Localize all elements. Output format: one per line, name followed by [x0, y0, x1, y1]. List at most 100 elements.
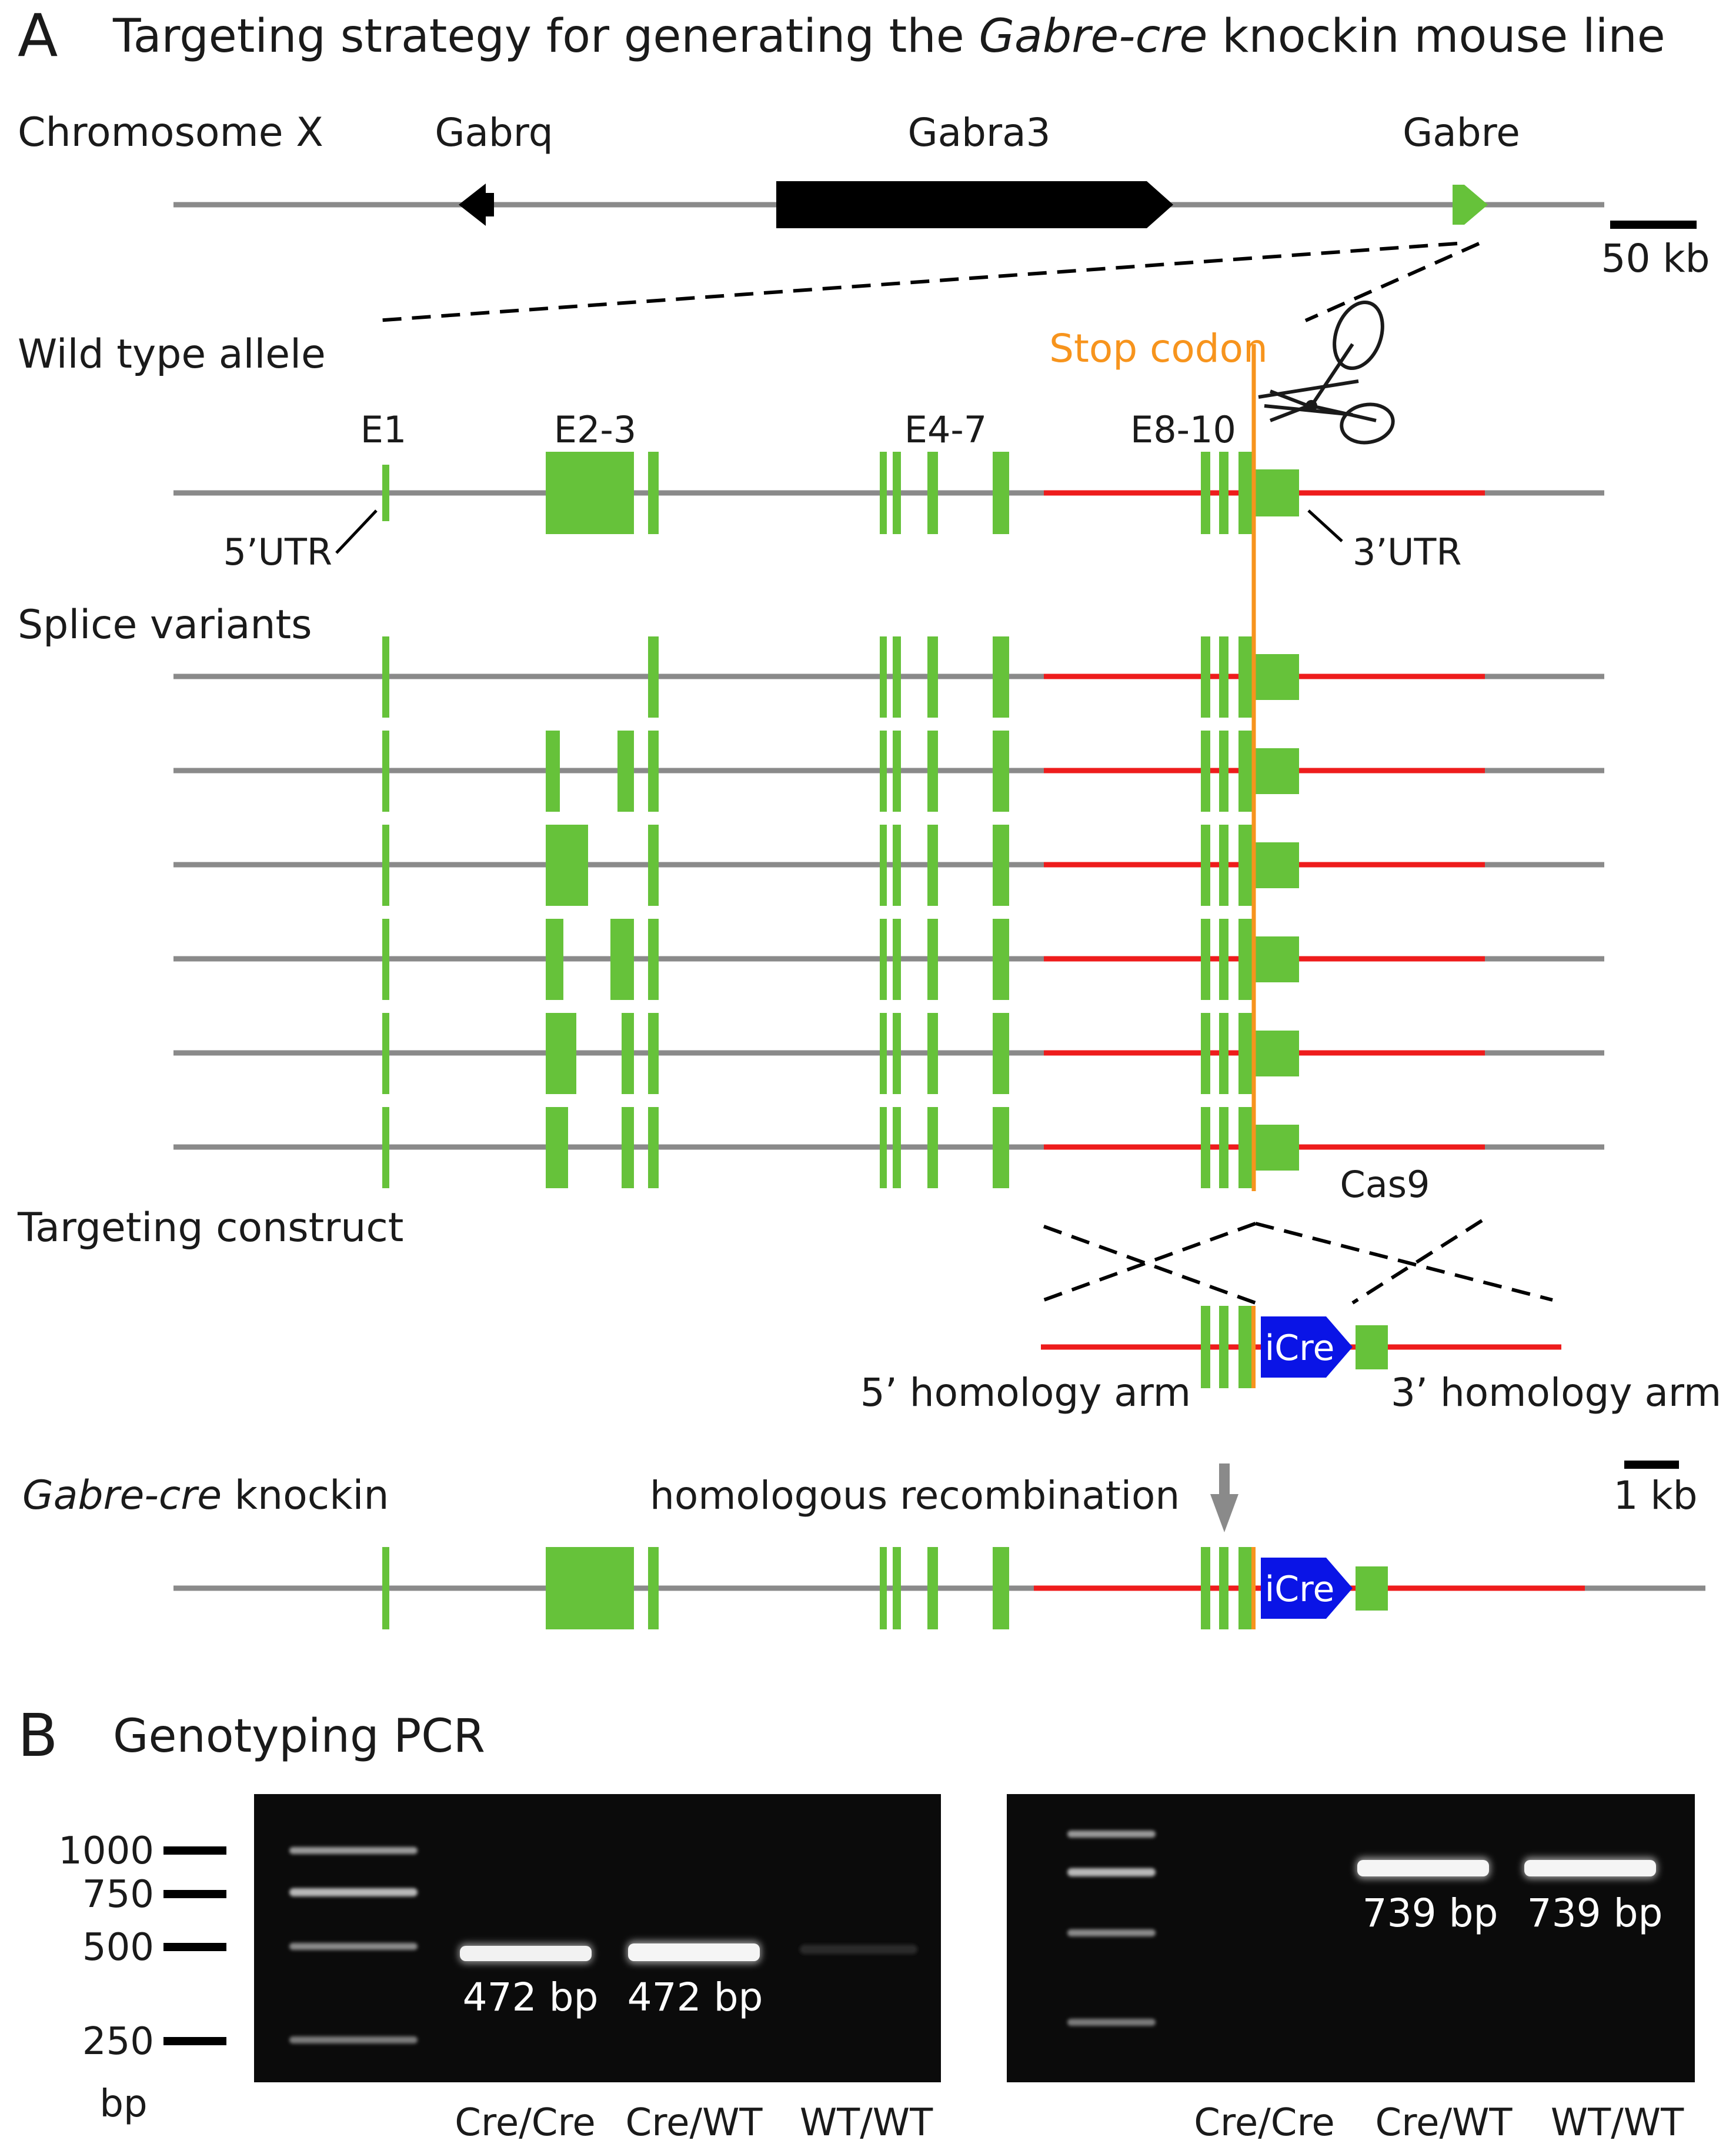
gel-1-lane-wt-wt: WT/WT	[800, 2101, 933, 2145]
splice-variant-1	[173, 636, 1604, 718]
exon-e8-10-label: E8-10	[1130, 408, 1236, 451]
knockin-exon-e2	[546, 1547, 634, 1629]
exon-e2-3-label: E2-3	[554, 408, 636, 451]
utr3-label: 3’UTR	[1353, 531, 1462, 574]
knockin-exon-e1	[382, 1547, 389, 1629]
zoom-line-left	[376, 242, 1458, 322]
splice-variant-5	[173, 1013, 1604, 1094]
knockin-icre-label: iCre	[1265, 1569, 1335, 1610]
homology-arm-3-label: 3’ homology arm	[1391, 1370, 1721, 1415]
scale-50kb-label: 50 kb	[1601, 236, 1710, 281]
construct-stop-mark	[1251, 1306, 1256, 1388]
knockin-icre-arrow	[1261, 1558, 1353, 1619]
utr5-pointer	[335, 509, 378, 554]
gel-1-background	[254, 1794, 941, 2082]
wild-type-label: Wild type allele	[18, 331, 326, 378]
crossover-line-3	[1255, 1222, 1553, 1302]
splice-variant-6	[173, 1107, 1604, 1188]
wild-type-allele: Wild type allele Stop codon E1 E2-3 E4-7…	[18, 300, 1604, 574]
knockin-3utr-block	[1356, 1566, 1388, 1611]
targeting-construct-label: Targeting construct	[17, 1205, 403, 1251]
gel-1-band-cre-cre	[460, 1946, 592, 1961]
construct-exon-e9	[1219, 1306, 1228, 1388]
chromosome-label: Chromosome X	[18, 109, 323, 156]
gel-2-band-wt-wt	[1524, 1860, 1656, 1876]
gabrq-arrow	[459, 184, 486, 226]
gene-gabra3-label: Gabra3	[907, 110, 1050, 155]
gel-2-band-cre-wt	[1357, 1860, 1489, 1876]
gabra3-arrow	[776, 181, 1173, 228]
crossover-line-1	[1043, 1225, 1257, 1305]
zoom-line-right	[1304, 242, 1480, 322]
panel-b-title: Genotyping PCR	[113, 1710, 485, 1763]
knockin-label: Gabre-cre knockin	[22, 1472, 389, 1519]
recombination-arrow-head	[1210, 1494, 1238, 1532]
splice-variant-2	[173, 731, 1604, 812]
ladder-mark-250: 250	[82, 2020, 154, 2063]
utr3-pointer	[1307, 509, 1343, 542]
gel-2-lane-cre-wt: Cre/WT	[1376, 2101, 1513, 2145]
construct-exon-e10	[1238, 1306, 1251, 1388]
ladder-unit: bp	[99, 2082, 147, 2126]
gel-1-lane-cre-wt: Cre/WT	[626, 2101, 763, 2145]
wt-exon-e4	[880, 452, 887, 534]
knockin-exon-e6	[927, 1547, 938, 1629]
scissors-icon	[1258, 300, 1395, 445]
crossover-line-4	[1351, 1219, 1483, 1305]
knockin-stop-mark	[1251, 1547, 1256, 1629]
knockin-exon-e5	[893, 1547, 901, 1629]
gel-2: 739 bp 739 bp Cre/Cre Cre/WT WT/WT	[1007, 1794, 1695, 2145]
knockin-exon-e7	[993, 1547, 1009, 1629]
knockin-exon-e8	[1201, 1547, 1210, 1629]
wt-3utr-block	[1255, 469, 1299, 516]
ladder-scale: 1000 750 500 250 bp	[58, 1829, 226, 2126]
crossover-line-2	[1043, 1222, 1257, 1302]
construct-icre-arrow	[1261, 1316, 1353, 1378]
gabrq-body	[486, 193, 494, 216]
exon-e1-label: E1	[360, 408, 407, 451]
gene-gabre-label: Gabre	[1403, 110, 1520, 155]
construct-exon-e8	[1201, 1306, 1210, 1388]
splice-variant-4	[173, 919, 1604, 1000]
scale-1kb-label: 1 kb	[1613, 1473, 1697, 1518]
splice-variants-label: Splice variants	[18, 602, 312, 648]
exon-e4-7-label: E4-7	[904, 408, 987, 451]
construct-3utr-block	[1356, 1325, 1388, 1369]
gel-1-ladder-lane	[289, 1847, 418, 2043]
panel-b: B Genotyping PCR 1000 750 500 250 bp	[18, 1701, 1695, 2145]
gel-2-ladder-lane	[1067, 1831, 1156, 2026]
gel-2-lane-wt-wt: WT/WT	[1551, 2101, 1684, 2145]
gel-2-band-label-1: 739 bp	[1363, 1891, 1498, 1936]
wt-exon-e10	[1238, 452, 1253, 534]
panel-a: A Targeting strategy for generating the …	[17, 1, 1721, 1629]
wt-exon-e8	[1201, 452, 1210, 534]
wt-exon-e5	[893, 452, 901, 534]
wt-exon-e1	[382, 465, 389, 521]
knockin-exon-e4	[880, 1547, 887, 1629]
chromosome-map: Chromosome X Gabrq Gabra3 Gabre 50 kb	[18, 109, 1710, 281]
gabre-arrow	[1453, 185, 1488, 225]
gel-1-lane-cre-cre: Cre/Cre	[455, 2101, 596, 2145]
wt-exon-e7	[993, 452, 1009, 534]
gel-1-band-label-1: 472 bp	[463, 1975, 599, 2020]
splice-variants: Splice variants	[18, 602, 1604, 1188]
panel-a-letter: A	[18, 1, 58, 70]
ladder-mark-1000: 1000	[58, 1829, 154, 1873]
gel-1-band-label-2: 472 bp	[627, 1975, 763, 2020]
gel-2-lane-cre-cre: Cre/Cre	[1194, 2101, 1335, 2145]
cas9-label: Cas9	[1340, 1163, 1430, 1206]
construct-icre-label: iCre	[1265, 1328, 1335, 1369]
stop-codon-label: Stop codon	[1049, 326, 1268, 371]
gel-2-band-label-2: 739 bp	[1527, 1891, 1663, 1936]
targeting-construct: Targeting construct iCre 5’ homology arm…	[17, 1205, 1721, 1415]
utr5-label: 5’UTR	[223, 531, 333, 574]
gel-1-band-cre-wt	[628, 1943, 760, 1961]
wt-exon-e3	[648, 452, 659, 534]
knockin-exon-e9	[1219, 1547, 1228, 1629]
knockin-allele: Gabre-cre knockin homologous recombinati…	[22, 1461, 1705, 1629]
wt-exon-e6	[927, 452, 938, 534]
splice-variant-3	[173, 825, 1604, 906]
wt-exon-e9	[1219, 452, 1228, 534]
ladder-mark-500: 500	[82, 1926, 154, 1969]
